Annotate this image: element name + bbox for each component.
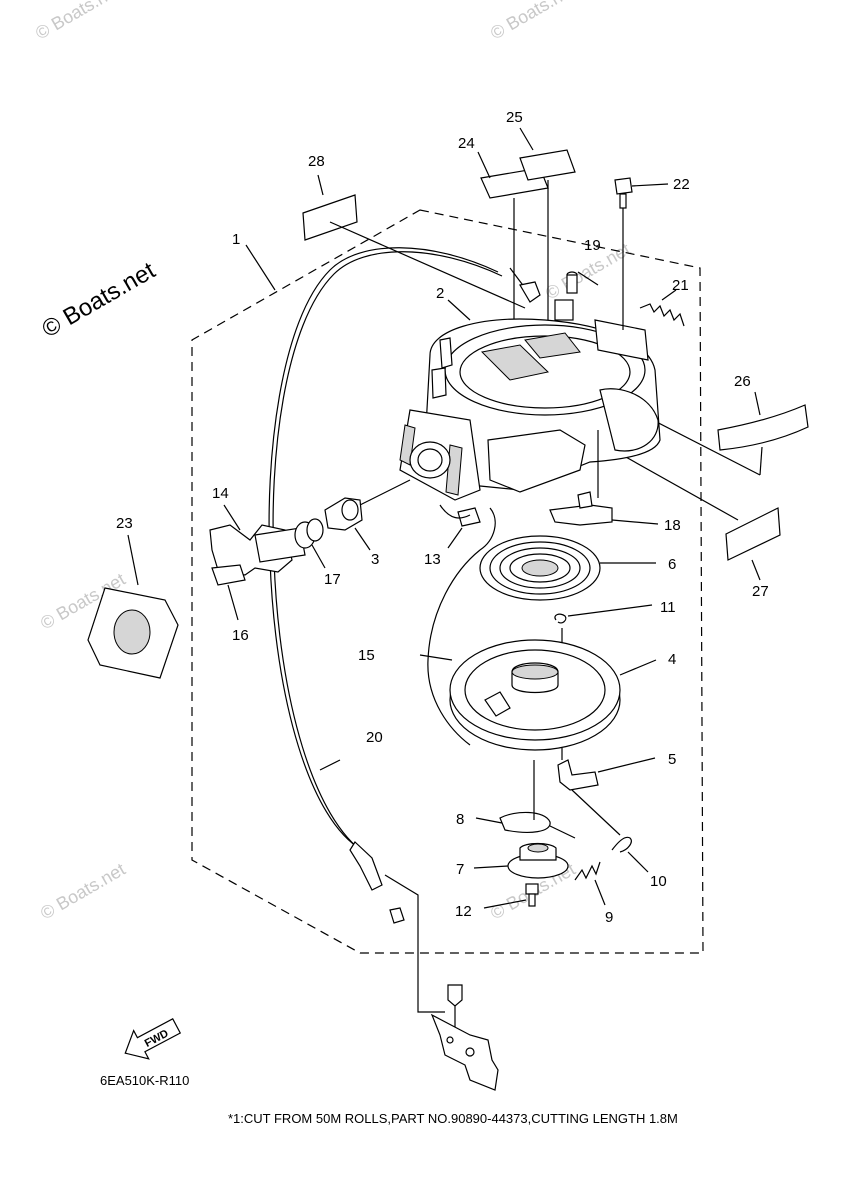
callout-7: 7: [456, 861, 464, 878]
part-6-spiral-spring: [479, 535, 656, 601]
starter-cable: [268, 247, 541, 1013]
callout-9: 9: [605, 909, 613, 926]
leaders: [245, 244, 471, 321]
callout-10: 10: [650, 873, 667, 890]
watermark-low-left: © Boats.net: [37, 859, 129, 923]
callout-5: 5: [668, 751, 676, 768]
callout-6: 6: [668, 556, 676, 573]
callout-23: 23: [116, 515, 133, 532]
part-5-pawl: [557, 748, 656, 836]
watermark-main: © Boats.net: [38, 257, 161, 343]
callout-12: 12: [455, 903, 472, 920]
part-12-bolt: [483, 883, 539, 909]
starter-housing: [399, 299, 661, 501]
callout-4: 4: [668, 651, 676, 668]
part-22-bolt: [614, 177, 669, 330]
part-4-pulley: [419, 639, 657, 751]
part-10-spring-wire: [611, 836, 649, 873]
part-23-gasket: [87, 534, 179, 679]
part-9-spring: [574, 861, 606, 906]
watermark-top-left: © Boats.net: [32, 0, 124, 43]
fwd-label: FWD: [143, 1028, 171, 1050]
callout-17: 17: [324, 571, 341, 588]
part-18-lever: [549, 430, 659, 526]
cable-bracket: [430, 984, 499, 1091]
callout-25: 25: [506, 109, 523, 126]
part-3-grommet: [324, 479, 411, 551]
part-16-bracket: [211, 564, 246, 621]
decal-25: [519, 127, 576, 340]
callout-16: 16: [232, 627, 249, 644]
callout-14: 14: [212, 485, 229, 502]
callout-1: 1: [232, 231, 240, 248]
callout-22: 22: [673, 176, 690, 193]
callout-20: 20: [366, 729, 383, 746]
part-17-collar: [294, 518, 326, 569]
callout-15: 15: [358, 647, 375, 664]
watermark-top-right: © Boats.net: [487, 0, 579, 43]
part-19-pin: [566, 271, 599, 294]
callout-3: 3: [371, 551, 379, 568]
part-13-clamp: [427, 504, 496, 746]
callout-19: 19: [584, 237, 601, 254]
diagram-code: 6EA510K-R110: [100, 1073, 189, 1088]
footnote: *1:CUT FROM 50M ROLLS,PART NO.90890-4437…: [228, 1111, 678, 1126]
callout-21: 21: [672, 277, 689, 294]
callout-2: 2: [436, 285, 444, 302]
part-21-spring: [639, 289, 685, 327]
callout-13: 13: [424, 551, 441, 568]
callout-24: 24: [458, 135, 475, 152]
assembly-boundary: [191, 209, 704, 954]
callout-26: 26: [734, 373, 751, 390]
callout-labels: 1 2 3 4 5 6 7 8 9 10 11 12 13 14 15 16 1…: [116, 109, 769, 926]
part-7-drive-plate: [473, 842, 569, 879]
part-8-plate: [475, 760, 576, 839]
fwd-arrow: FWD: [124, 1018, 182, 1060]
callout-8: 8: [456, 811, 464, 828]
decal-28: [302, 174, 526, 309]
callout-27: 27: [752, 583, 769, 600]
callout-18: 18: [664, 517, 681, 534]
part-14-handle: [209, 504, 306, 576]
callout-11: 11: [660, 599, 676, 616]
callout-28: 28: [308, 153, 325, 170]
